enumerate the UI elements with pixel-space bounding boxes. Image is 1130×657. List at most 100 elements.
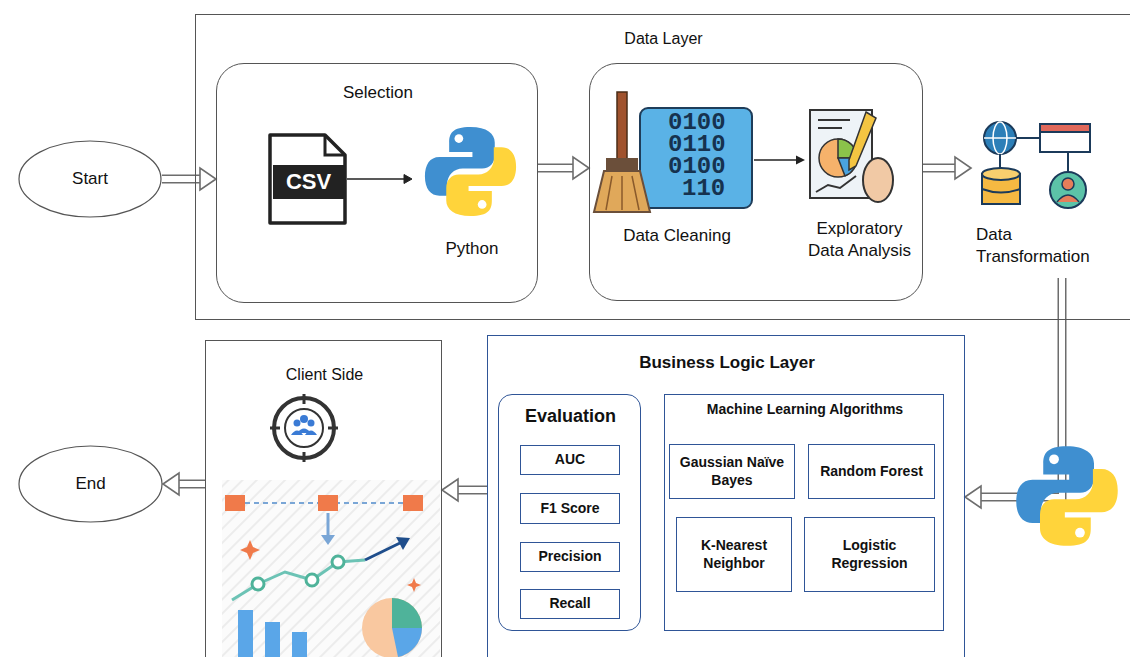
metric-box: F1 Score [520, 493, 620, 524]
node-label: F1 Score [540, 500, 599, 518]
arrowhead [955, 157, 971, 179]
node-label: Machine Learning Algorithms [665, 401, 945, 419]
people-bodies [291, 429, 317, 436]
chart-square [225, 495, 245, 511]
chart-square [403, 495, 423, 511]
chart-line [232, 560, 365, 600]
arrowhead [442, 479, 458, 501]
chart-bar [238, 610, 253, 657]
ellipse-outline [19, 141, 161, 217]
group-box: EvaluationAUCF1 ScorePrecisionRecall [498, 394, 641, 631]
node-label: Data Layer [196, 29, 1130, 49]
node-label: Data Cleaning [602, 225, 752, 247]
group-box: Machine Learning AlgorithmsGaussian Naïv… [664, 394, 944, 631]
process-group: Data CleaningExploratory Data Analysis [589, 63, 923, 301]
chart-bar [265, 622, 280, 657]
browser-bar [1040, 124, 1090, 132]
arrowhead [163, 473, 179, 495]
people-icon [294, 420, 301, 427]
end-terminal: End [18, 445, 163, 523]
icon-link [1016, 137, 1040, 139]
chart-bar [292, 632, 307, 657]
chart-trend [365, 543, 400, 560]
data-tablet [640, 108, 752, 208]
broom-strokes [606, 176, 639, 210]
arrow-shaft-inner [457, 487, 487, 493]
database-ring [982, 189, 1020, 193]
trend-line [816, 176, 856, 192]
client-panel: Client Side [205, 340, 442, 657]
chart-sparkle [407, 578, 421, 592]
target-ticks [270, 394, 338, 462]
chart-trend-head [396, 537, 410, 550]
flow-arrow [923, 157, 971, 179]
chart-pie-slice [392, 598, 422, 628]
chart-arrowhead [321, 535, 335, 545]
report-lines [818, 120, 850, 128]
arrow-shaft [178, 480, 205, 489]
node-label: Data Transformation [976, 224, 1116, 268]
chart-pie [362, 598, 422, 657]
flow-line [754, 159, 797, 160]
arrow-shaft-inner [923, 165, 956, 171]
flow-line [347, 175, 412, 184]
broom-handle [617, 92, 627, 160]
node-label: Python [412, 238, 532, 260]
csv-file-fold [325, 135, 345, 155]
chart-marker [306, 574, 318, 586]
node-label: Precision [538, 548, 601, 566]
broom-bristles [594, 171, 650, 212]
binary-digits: 0100 [668, 156, 726, 178]
csv-file-icon [270, 135, 345, 223]
node-label: End [75, 473, 105, 495]
python-icon: Python [412, 122, 532, 267]
node-label: Start [72, 168, 108, 190]
arrow-shaft [457, 486, 487, 495]
target-icon [274, 398, 334, 458]
metric-box: AUC [520, 445, 620, 475]
arrow-shaft [538, 164, 574, 173]
flow-arrowhead [796, 156, 805, 165]
chart-pie-slice [392, 628, 422, 657]
node-label: Gaussian Naïve Bayes [673, 454, 791, 490]
python-logo [1016, 446, 1118, 545]
arrowhead [965, 486, 981, 508]
node-label: Selection [217, 82, 539, 104]
metric-box: Precision [520, 542, 620, 572]
binary-digits: 110 [682, 178, 725, 200]
arrowhead [573, 157, 589, 179]
arrow-shaft-inner [538, 165, 574, 171]
node-label: Client Side [206, 365, 443, 385]
flow-arrow [163, 473, 205, 495]
icon-link [1067, 152, 1069, 172]
node-label: Random Forest [820, 463, 923, 481]
layer-panel: Data LayerSelectionCSV Python Data Cleanin… [195, 14, 1130, 320]
file-icon: CSV [270, 135, 347, 227]
binary-digits: 0100 [668, 112, 726, 134]
people-icon [300, 415, 308, 423]
chart-marker [252, 578, 264, 590]
globe-equator [984, 137, 1016, 139]
chart-backdrop [222, 480, 440, 657]
metric-box: Recall [520, 589, 620, 619]
globe-icon [984, 122, 1016, 154]
flow-arrow [442, 479, 487, 501]
chart-arrow [327, 513, 330, 536]
node-label: CSV [273, 165, 344, 199]
group-box: SelectionCSV Python [216, 63, 538, 303]
node-label: AUC [555, 451, 585, 469]
start-terminal: Start [18, 140, 162, 218]
arrowhead [200, 168, 216, 190]
algorithm-box: Random Forest [808, 444, 935, 499]
user-body [1057, 195, 1079, 202]
python-logo [425, 127, 516, 216]
process-icon: Data Transformation [971, 113, 1121, 278]
database-top [982, 168, 1020, 180]
ellipse-outline [19, 446, 162, 522]
node-label: Logistic Regression [808, 537, 931, 573]
algorithm-box: K-Nearest Neighbor [676, 517, 792, 592]
node-label: Recall [549, 595, 590, 613]
arrow-shaft [923, 164, 956, 173]
node-label: K-Nearest Neighbor [680, 537, 788, 573]
people-icon [308, 420, 315, 427]
